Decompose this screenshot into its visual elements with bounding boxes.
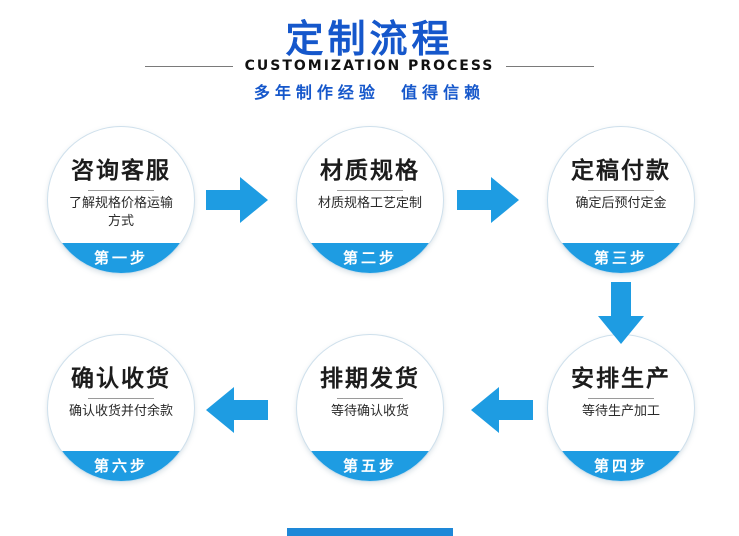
arrow-left-icon	[471, 387, 533, 433]
step-title: 咨询客服	[71, 158, 171, 184]
arrow-right-icon	[206, 177, 268, 223]
step-band: 第一步	[48, 243, 194, 273]
step-desc: 确认收货并付余款	[68, 404, 173, 419]
step-label: 第四步	[593, 457, 648, 475]
step-circle-6: 确认收货 确认收货并付余款 第六步	[47, 334, 195, 482]
step-desc: 等待生产加工	[581, 404, 660, 419]
step-divider	[588, 398, 654, 399]
tagline: 多年制作经验 值得信赖	[253, 83, 486, 102]
next-section-banner-strip	[287, 528, 453, 536]
step-desc: 了解规格价格运输方式	[68, 196, 173, 229]
page-subtitle: CUSTOMIZATION PROCESS	[244, 58, 495, 74]
step-title: 排期发货	[320, 366, 420, 392]
step-divider	[337, 190, 403, 191]
step-divider	[88, 190, 154, 191]
subtitle-row: CUSTOMIZATION PROCESS	[0, 58, 739, 74]
step-desc: 等待确认收货	[330, 404, 409, 419]
step-band: 第四步	[548, 451, 694, 481]
step-circle-5: 排期发货 等待确认收货 第五步	[296, 334, 444, 482]
arrow-down-icon	[598, 282, 644, 344]
arrow-right-icon	[457, 177, 519, 223]
step-title: 确认收货	[71, 366, 171, 392]
step-divider	[588, 190, 654, 191]
subtitle-right-line	[506, 65, 595, 67]
step-label: 第二步	[342, 249, 397, 267]
arrow-left-icon	[206, 387, 268, 433]
step-band: 第三步	[548, 243, 694, 273]
step-divider	[337, 398, 403, 399]
step-label: 第六步	[93, 457, 148, 475]
step-label: 第一步	[93, 249, 148, 267]
step-circle-4: 安排生产 等待生产加工 第四步	[547, 334, 695, 482]
step-band: 第六步	[48, 451, 194, 481]
step-desc: 材质规格工艺定制	[317, 196, 422, 211]
subtitle-left-line	[144, 65, 233, 67]
step-divider	[88, 398, 154, 399]
step-band: 第五步	[297, 451, 443, 481]
step-band: 第二步	[297, 243, 443, 273]
page-title: 定制流程	[285, 17, 454, 61]
step-title: 材质规格	[320, 158, 420, 184]
step-circle-1: 咨询客服 了解规格价格运输方式 第一步	[47, 126, 195, 274]
step-title: 定稿付款	[571, 158, 671, 184]
step-circle-2: 材质规格 材质规格工艺定制 第二步	[296, 126, 444, 274]
step-desc: 确定后预付定金	[575, 196, 667, 211]
step-circle-3: 定稿付款 确定后预付定金 第三步	[547, 126, 695, 274]
step-label: 第三步	[593, 249, 648, 267]
step-label: 第五步	[342, 457, 397, 475]
step-title: 安排生产	[571, 366, 671, 392]
